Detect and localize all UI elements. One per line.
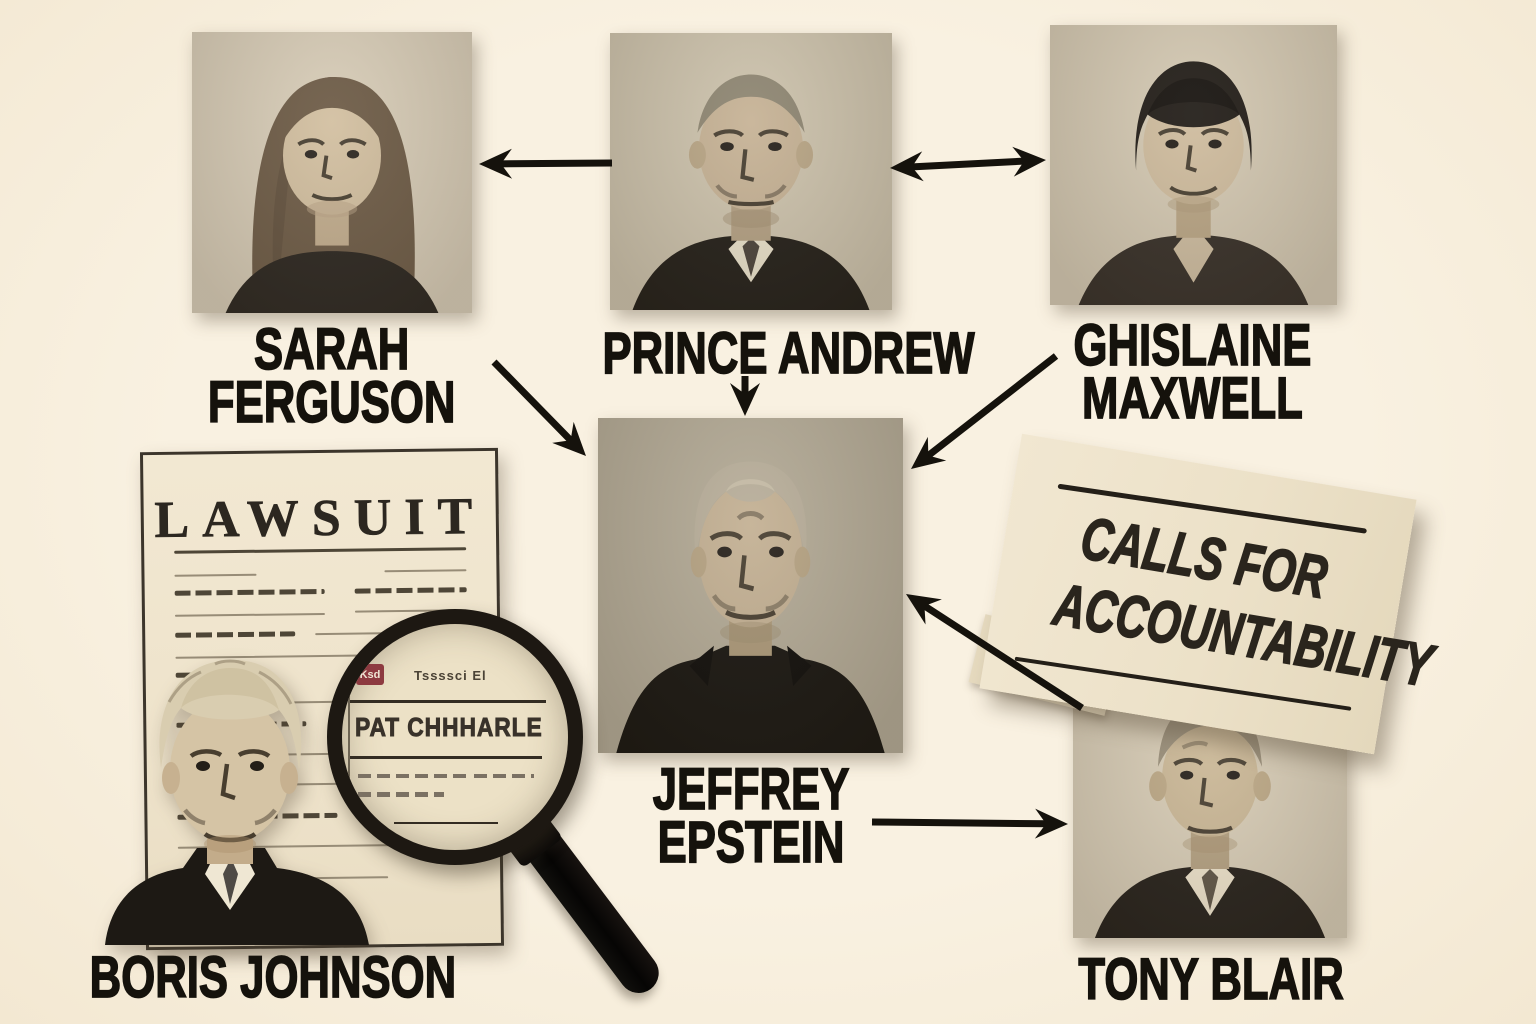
label-small-print [358, 774, 466, 778]
label-small-print [474, 774, 534, 778]
caption-jeffrey-epstein: JEFFREY EPSTEIN [652, 755, 850, 875]
caption-ghislaine-maxwell: GHISLAINE MAXWELL [1072, 311, 1311, 431]
jeffrey-epstein-portrait-art [598, 418, 903, 753]
label-rule [350, 700, 546, 703]
arrow-andrew-maxwell-mutual [890, 146, 1046, 182]
prince-andrew-portrait-art [610, 33, 892, 310]
document-rule [175, 631, 296, 638]
document-rule [384, 569, 467, 573]
sarah-ferguson-portrait-art [192, 32, 472, 313]
prince-andrew-photo [610, 33, 892, 310]
magnified-label: Ksd Tssssci El PAT CHHHARLE [342, 624, 568, 850]
document-rule [174, 573, 257, 577]
document-rule [174, 588, 325, 596]
lawsuit-title: LAWSUIT [154, 487, 486, 550]
document-rule [354, 587, 467, 594]
caption-tony-blair: TONY BLAIR [1078, 945, 1345, 1012]
caption-prince-andrew: PRINCE ANDREW [602, 319, 975, 386]
boris-johnson-portrait-art [105, 659, 369, 945]
caption-sarah-ferguson: SARAH FERGUSON [208, 315, 457, 435]
jeffrey-epstein-photo [598, 418, 903, 753]
label-rule [350, 756, 542, 759]
document-rule [174, 612, 325, 617]
label-header-text: Tssssci El [414, 668, 487, 683]
accountability-clipping: CALLS FOR ACCOUNTABILITY [979, 433, 1438, 755]
magnifier-lens: Ksd Tssssci El PAT CHHHARLE [327, 609, 583, 865]
label-small-print [358, 792, 444, 797]
sarah-ferguson-photo [192, 32, 472, 313]
caption-boris-johnson: BORIS JOHNSON [89, 943, 457, 1010]
arrow-andrew-to-ferguson [479, 148, 613, 179]
label-badge: Ksd [356, 664, 384, 685]
label-edge-line [348, 624, 350, 850]
ghislaine-maxwell-photo [1050, 25, 1337, 305]
ghislaine-maxwell-portrait-art [1050, 25, 1337, 305]
boris-johnson-photo [65, 648, 395, 945]
label-rule [394, 822, 498, 824]
label-name-text: PAT CHHHARLE [355, 712, 543, 743]
